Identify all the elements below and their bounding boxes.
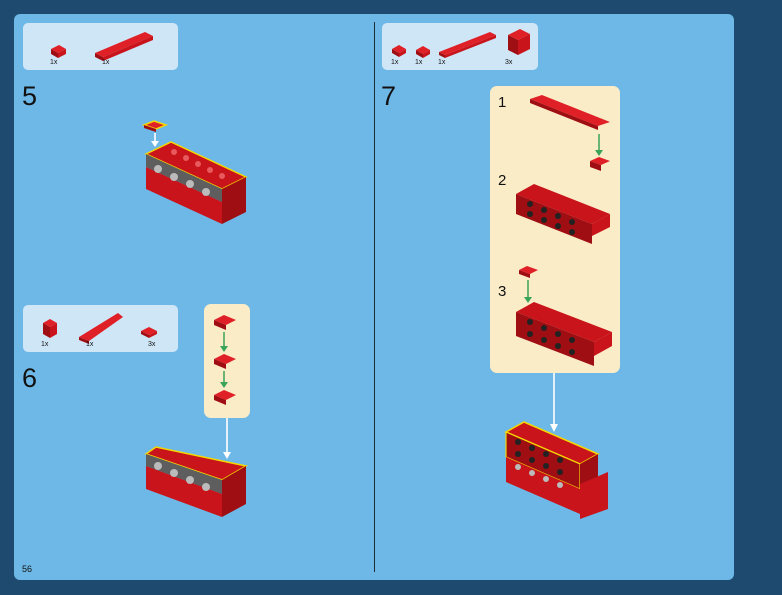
step6-parts-art xyxy=(43,313,157,344)
part-qty: 1x xyxy=(86,341,94,348)
part-bracket xyxy=(508,29,530,55)
step7-model xyxy=(504,421,608,519)
step6-model xyxy=(144,446,249,517)
substep2-pieces xyxy=(516,184,610,244)
part-qty: 3x xyxy=(505,59,513,66)
part-qty: 1x xyxy=(391,59,399,66)
substep1-pieces xyxy=(530,95,610,171)
step6-callout-pieces xyxy=(214,315,236,405)
step-number: 6 xyxy=(22,363,38,393)
page-number: 56 xyxy=(22,564,33,574)
part-qty: 1x xyxy=(41,341,49,348)
part-qty: 1x xyxy=(102,59,110,66)
step-number: 5 xyxy=(22,81,38,111)
step5-parts-art xyxy=(51,32,153,61)
instruction-page: 1x 1x 5 1x 1x 3x 6 xyxy=(14,14,734,580)
part-clip-plate xyxy=(141,327,157,338)
step-number: 7 xyxy=(381,81,397,111)
substep-number: 2 xyxy=(498,172,507,189)
substep-number: 3 xyxy=(498,283,507,300)
step7-parts-art xyxy=(392,29,530,58)
part-plate-1x2 xyxy=(51,45,66,58)
step5-model xyxy=(141,120,248,224)
step7-parts-list: 1x 1x 1x 3x xyxy=(382,23,538,70)
part-qty: 1x xyxy=(50,59,58,66)
substep3-pieces xyxy=(516,266,612,366)
part-plate-1x2 xyxy=(392,45,406,57)
step6-parts-list: 1x 1x 3x xyxy=(23,305,178,352)
part-brick-1x1 xyxy=(43,319,57,338)
part-qty: 1x xyxy=(415,59,423,66)
part-plate-1x8 xyxy=(439,32,496,58)
substep-number: 1 xyxy=(498,94,507,111)
build-illustrations xyxy=(141,95,612,519)
part-plate-1x6 xyxy=(95,32,153,61)
column-divider xyxy=(374,22,375,572)
part-plate-1x2 xyxy=(416,46,430,58)
part-qty: 1x xyxy=(438,59,446,66)
step5-parts-list: 1x 1x xyxy=(23,23,178,70)
part-qty: 3x xyxy=(148,341,156,348)
part-wedge-plate xyxy=(79,313,123,344)
